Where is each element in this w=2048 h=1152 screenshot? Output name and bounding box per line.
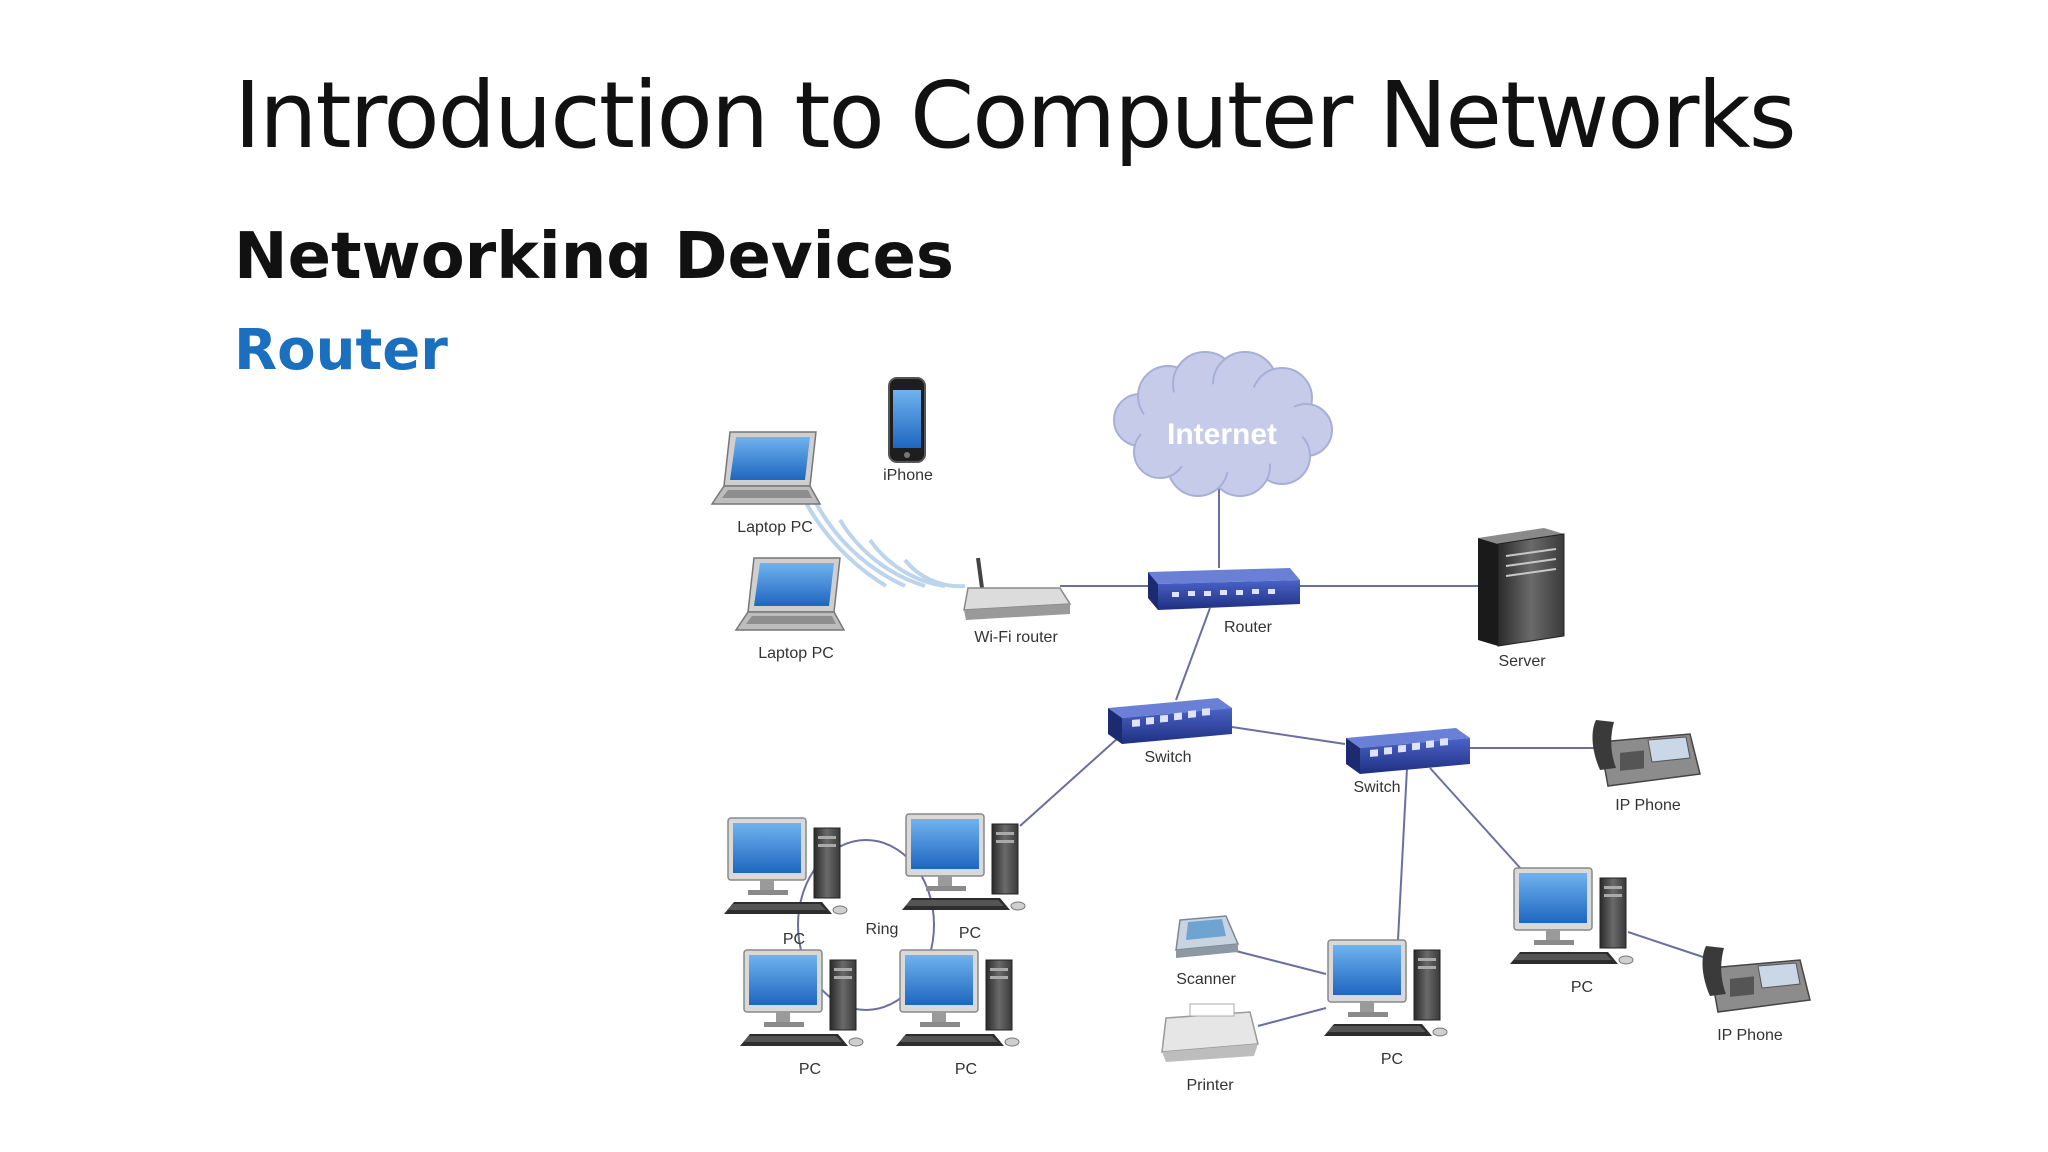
- printer-icon: [1161, 1003, 1259, 1062]
- pc-icon-2: [901, 813, 1026, 911]
- wifi-router-icon: [963, 557, 1072, 620]
- internet-cloud-icon: Internet: [1113, 351, 1333, 497]
- switch-icon-1: [1108, 698, 1232, 744]
- ip-phone-label-1: IP Phone: [1615, 797, 1681, 814]
- ip-phone-icon-1: [1591, 719, 1701, 787]
- network-links: [1019, 478, 1707, 1027]
- scanner-icon: [1175, 915, 1240, 958]
- iphone-icon: [888, 377, 926, 463]
- pc-label-6: PC: [1571, 979, 1593, 996]
- pc-icon-6: [1509, 867, 1634, 965]
- switch-label-2: Switch: [1353, 779, 1400, 796]
- pc-icon-5: [1323, 939, 1448, 1037]
- printer-label: Printer: [1186, 1077, 1234, 1094]
- pc-label-5: PC: [1381, 1051, 1403, 1068]
- section-subtitle: Networking Devices: [234, 220, 954, 278]
- ip-phone-icon-2: [1701, 945, 1811, 1013]
- slide-title: Introduction to Computer Networks: [234, 62, 1797, 169]
- scanner-label: Scanner: [1176, 971, 1236, 988]
- ip-phone-label-2: IP Phone: [1717, 1027, 1783, 1044]
- pc-label-2: PC: [959, 925, 981, 942]
- pc-label-4: PC: [955, 1061, 977, 1078]
- pc-icon-1: [723, 817, 848, 915]
- topic-heading: Router: [234, 318, 448, 383]
- laptop-icon-2: [735, 557, 845, 631]
- laptop-label-1: Laptop PC: [737, 519, 813, 536]
- server-icon: [1478, 528, 1565, 647]
- switch-icon-2: [1346, 728, 1470, 774]
- laptop-icon-1: [711, 431, 821, 505]
- ring-label: Ring: [866, 921, 899, 938]
- pc-label-3: PC: [799, 1061, 821, 1078]
- wifi-router-label: Wi-Fi router: [974, 629, 1058, 646]
- ring-link: [797, 839, 935, 1011]
- laptop-label-2: Laptop PC: [758, 645, 834, 662]
- server-label: Server: [1498, 653, 1546, 670]
- internet-label: Internet: [1167, 418, 1277, 451]
- router-icon: [1148, 568, 1300, 610]
- pc-label-1: PC: [783, 931, 805, 948]
- router-label: Router: [1224, 619, 1273, 636]
- pc-icon-3: [739, 949, 864, 1047]
- switch-label-1: Switch: [1144, 749, 1191, 766]
- iphone-label: iPhone: [883, 467, 933, 484]
- pc-icon-4: [895, 949, 1020, 1047]
